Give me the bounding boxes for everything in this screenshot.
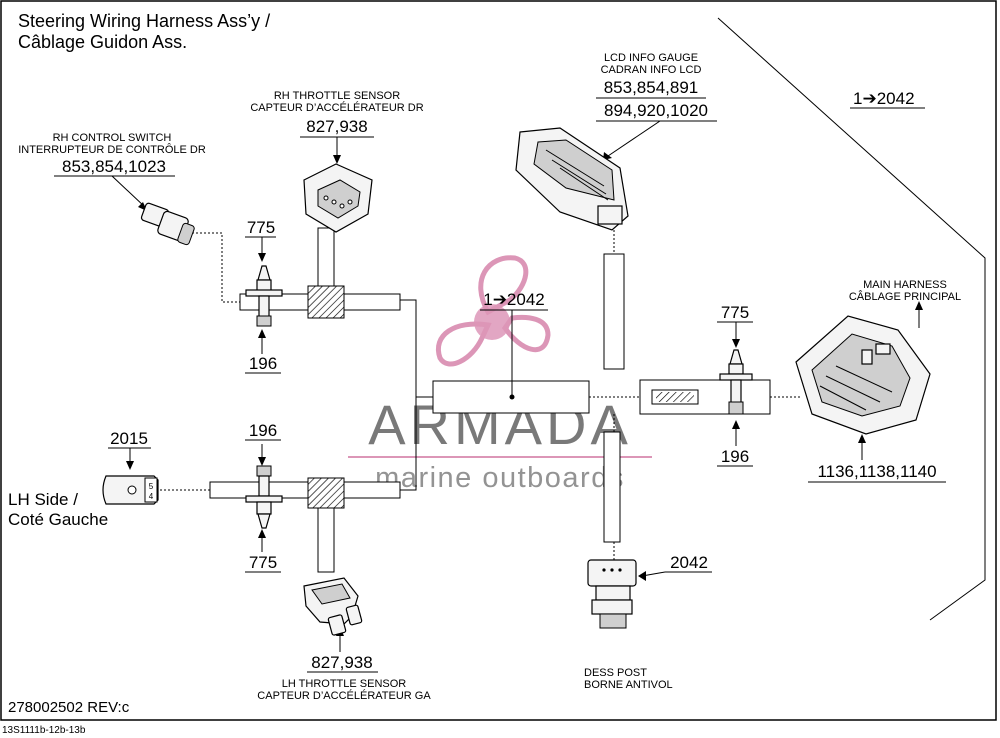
lcd-info-gauge-refs-line2: 894,920,1020 — [604, 101, 708, 120]
tie-lower-lh-callout: 775 — [249, 553, 277, 572]
lh-connector-refs: 2015 — [110, 429, 148, 448]
rh-control-switch-connector — [140, 202, 195, 246]
tie-lower-lh — [245, 465, 283, 529]
rh-throttle-sensor-connector — [303, 163, 373, 233]
armada-watermark: ARMADA marine outboards — [348, 255, 652, 494]
lh-throttle-sensor-connector — [303, 577, 363, 636]
diagram-frame — [0, 0, 997, 721]
title-line-2: Câblage Guidon Ass. — [18, 32, 187, 52]
main-harness-refs: 1136,1138,1140 — [817, 462, 936, 481]
main-harness-connector — [795, 315, 931, 435]
lh-connector-pin-a: 5 — [149, 482, 154, 491]
lh-throttle-sensor-name-en: LH THROTTLE SENSOR — [282, 678, 407, 690]
range-callout-center: 1➔2042 — [483, 290, 545, 309]
main-harness-name-en: MAIN HARNESS — [863, 279, 947, 291]
document-number: 278002502 REV:c — [8, 699, 130, 716]
rh-control-switch-name-en: RH CONTROL SWITCH — [53, 132, 172, 144]
rh-throttle-sensor-name-en: RH THROTTLE SENSOR — [274, 90, 400, 102]
barcode-label — [651, 389, 699, 405]
tie-right — [719, 349, 753, 415]
lcd-info-gauge-name-en: LCD INFO GAUGE — [604, 52, 698, 64]
tie-upper-rh — [245, 265, 283, 327]
title-line-1: Steering Wiring Harness Ass’y / — [18, 11, 270, 31]
lcd-info-gauge-name-fr: CADRAN INFO LCD — [601, 64, 702, 76]
lh-connector-pin-b: 4 — [149, 492, 154, 501]
tie-upper-rh-callout: 775 — [247, 218, 275, 237]
lh-throttle-sensor-refs: 827,938 — [311, 653, 372, 672]
tie-right-callout: 775 — [721, 303, 749, 322]
dess-post-refs: 2042 — [670, 553, 708, 572]
propeller-logo — [436, 255, 551, 367]
sleeve-lower — [307, 477, 345, 509]
lh-side-line-1: LH Side / — [8, 490, 78, 509]
rh-control-switch-name-fr: INTERRUPTEUR DE CONTRÔLE DR — [18, 143, 206, 156]
lh-connector-2015: 5 4 — [102, 475, 159, 505]
rh-control-switch-refs: 853,854,1023 — [62, 157, 166, 176]
clip-lower-lh-callout: 196 — [249, 421, 277, 440]
lcd-info-gauge-refs-line1: 853,854,891 — [604, 78, 699, 97]
lh-side-line-2: Coté Gauche — [8, 510, 108, 529]
dess-post-name-fr: BORNE ANTIVOL — [584, 679, 673, 691]
sleeve-upper — [307, 285, 345, 319]
lcd-info-gauge-connector — [515, 127, 629, 231]
connecting-lines — [160, 230, 800, 560]
dess-post-connector — [587, 559, 637, 629]
rh-throttle-sensor-refs: 827,938 — [306, 117, 367, 136]
watermark-tagline: marine outboards — [375, 462, 625, 494]
clip-upper-rh-callout: 196 — [249, 354, 277, 373]
lh-throttle-sensor-name-fr: CAPTEUR D’ACCÉLÉRATEUR GA — [257, 689, 431, 702]
figure-code: 13S1111b-12b-13b — [2, 725, 86, 736]
range-callout-top-right: 1➔2042 — [853, 89, 915, 108]
main-harness-name-fr: CÂBLAGE PRINCIPAL — [849, 290, 961, 303]
clip-right-callout: 196 — [721, 447, 749, 466]
dess-post-name-en: DESS POST — [584, 667, 647, 679]
rh-throttle-sensor-name-fr: CAPTEUR D’ACCÉLÉRATEUR DR — [250, 101, 423, 114]
